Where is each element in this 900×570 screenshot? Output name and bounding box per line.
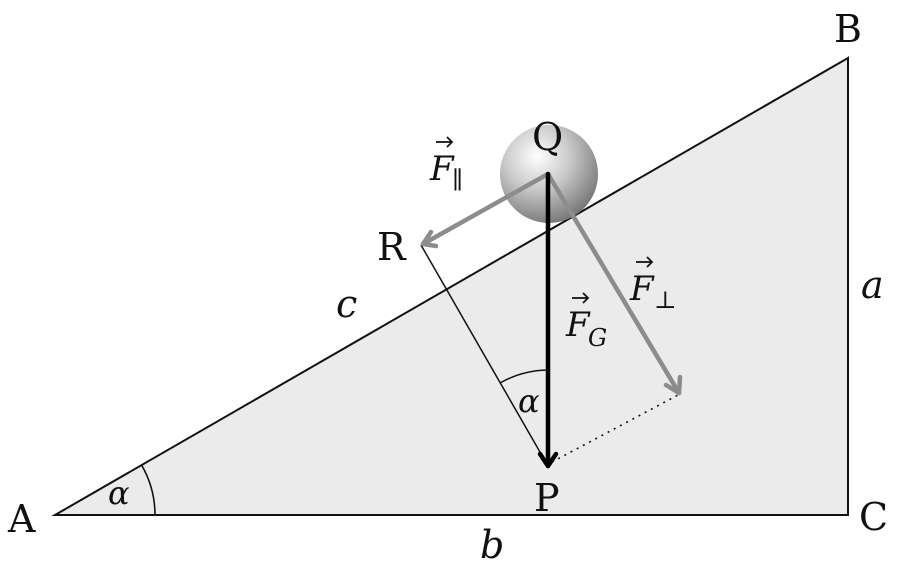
force-gravity-arrow [537, 171, 559, 469]
label-angle-alpha-force: α [518, 382, 540, 420]
svg-text:⊥: ⊥ [654, 286, 677, 314]
label-side-a: a [861, 263, 884, 307]
label-point-c: C [859, 495, 888, 539]
line-r-to-p [420, 244, 549, 467]
svg-text:∥: ∥ [452, 166, 463, 194]
base-angle-arc [140, 464, 156, 516]
label-angle-alpha-base: α [108, 474, 130, 512]
svg-text:G: G [588, 324, 607, 352]
label-point-a: A [7, 497, 36, 541]
label-point-b: B [834, 7, 862, 51]
svg-text:F: F [629, 269, 655, 309]
label-side-c: c [336, 282, 357, 326]
dotted-completion-line [551, 394, 679, 463]
label-force-parallel: F ∥ [429, 136, 463, 194]
label-point-q: Q [532, 115, 563, 159]
label-side-b: b [480, 523, 504, 567]
force-parallel-arrow [420, 171, 551, 249]
incline-triangle [51, 56, 849, 516]
label-force-perpendicular: F ⊥ [629, 256, 677, 314]
label-point-r: R [377, 225, 407, 269]
svg-text:F: F [565, 305, 591, 345]
force-angle-arc [499, 369, 549, 384]
label-force-gravity: F G [565, 292, 607, 352]
label-point-p: P [534, 476, 560, 520]
svg-text:F: F [429, 149, 455, 189]
force-perpendicular-arrow [545, 171, 683, 396]
